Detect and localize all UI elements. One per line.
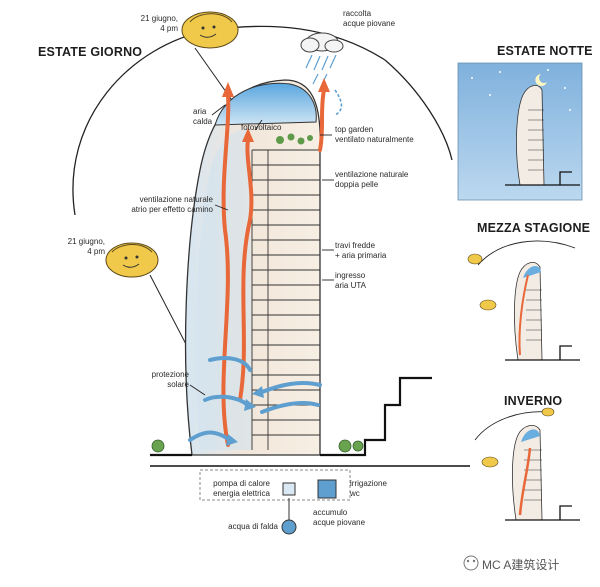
rainwater-tank [317,479,337,499]
watermark-icon [463,555,479,571]
label-ahu-intake: ingresso aria UTA [335,271,366,290]
ground-section [150,376,432,457]
sun-icon [181,11,239,49]
rain-collection-arrow [334,89,343,116]
top-garden [276,133,313,145]
label-sun-top: 21 giugno, 4 pm [140,14,178,33]
label-solar-shading: protezione solare [151,370,189,389]
cloud-icon [300,32,344,53]
label-irrigation: irrigazione wc [350,479,387,498]
warm-air-arrows [221,88,326,447]
mid-season-panel [467,240,580,361]
rain-drops [305,54,337,85]
sun-icon [105,242,159,278]
label-chimney-atrium: ventilazione naturale atrio per effetto … [131,195,213,214]
heading-estate-giorno: ESTATE GIORNO [38,45,143,59]
heading-inverno: INVERNO [504,394,563,408]
label-warm-air: aria calda [193,107,213,126]
sun-path-arc-right [384,59,453,161]
basement-plant [199,469,351,501]
watermark-text: MC A建筑设计 [482,558,560,572]
heat-pump-unit [282,482,296,496]
moon-icon [535,74,547,86]
winter-panel [474,407,580,521]
cool-air-arrowheads [226,386,264,446]
label-top-garden: top garden ventilato naturalmente [335,125,414,144]
leader-lines [189,104,334,396]
label-heat-pump: pompa di calore energia elettrica [213,479,270,498]
label-chilled-beams: travi fredde + aria primaria [335,241,387,260]
label-rainwater-storage: accumulo acque piovane [313,508,366,527]
night-panel [457,62,583,201]
label-sun-left: 21 giugno, 4 pm [67,237,105,256]
label-groundwater: acqua di falda [228,522,278,531]
heading-mezza-stagione: MEZZA STAGIONE [477,221,591,235]
cool-air-arrows [188,356,322,442]
label-photovoltaic: fotovoltaico [241,123,282,132]
label-double-skin: ventilazione naturale doppia pelle [335,170,409,189]
heading-estate-notte: ESTATE NOTTE [497,44,593,58]
trees [151,439,364,453]
groundwater-well [281,519,297,535]
tower-atrium [195,128,252,450]
warm-air-arrowheads [222,78,330,142]
label-rain-collection: raccolta acque piovane [343,9,396,28]
